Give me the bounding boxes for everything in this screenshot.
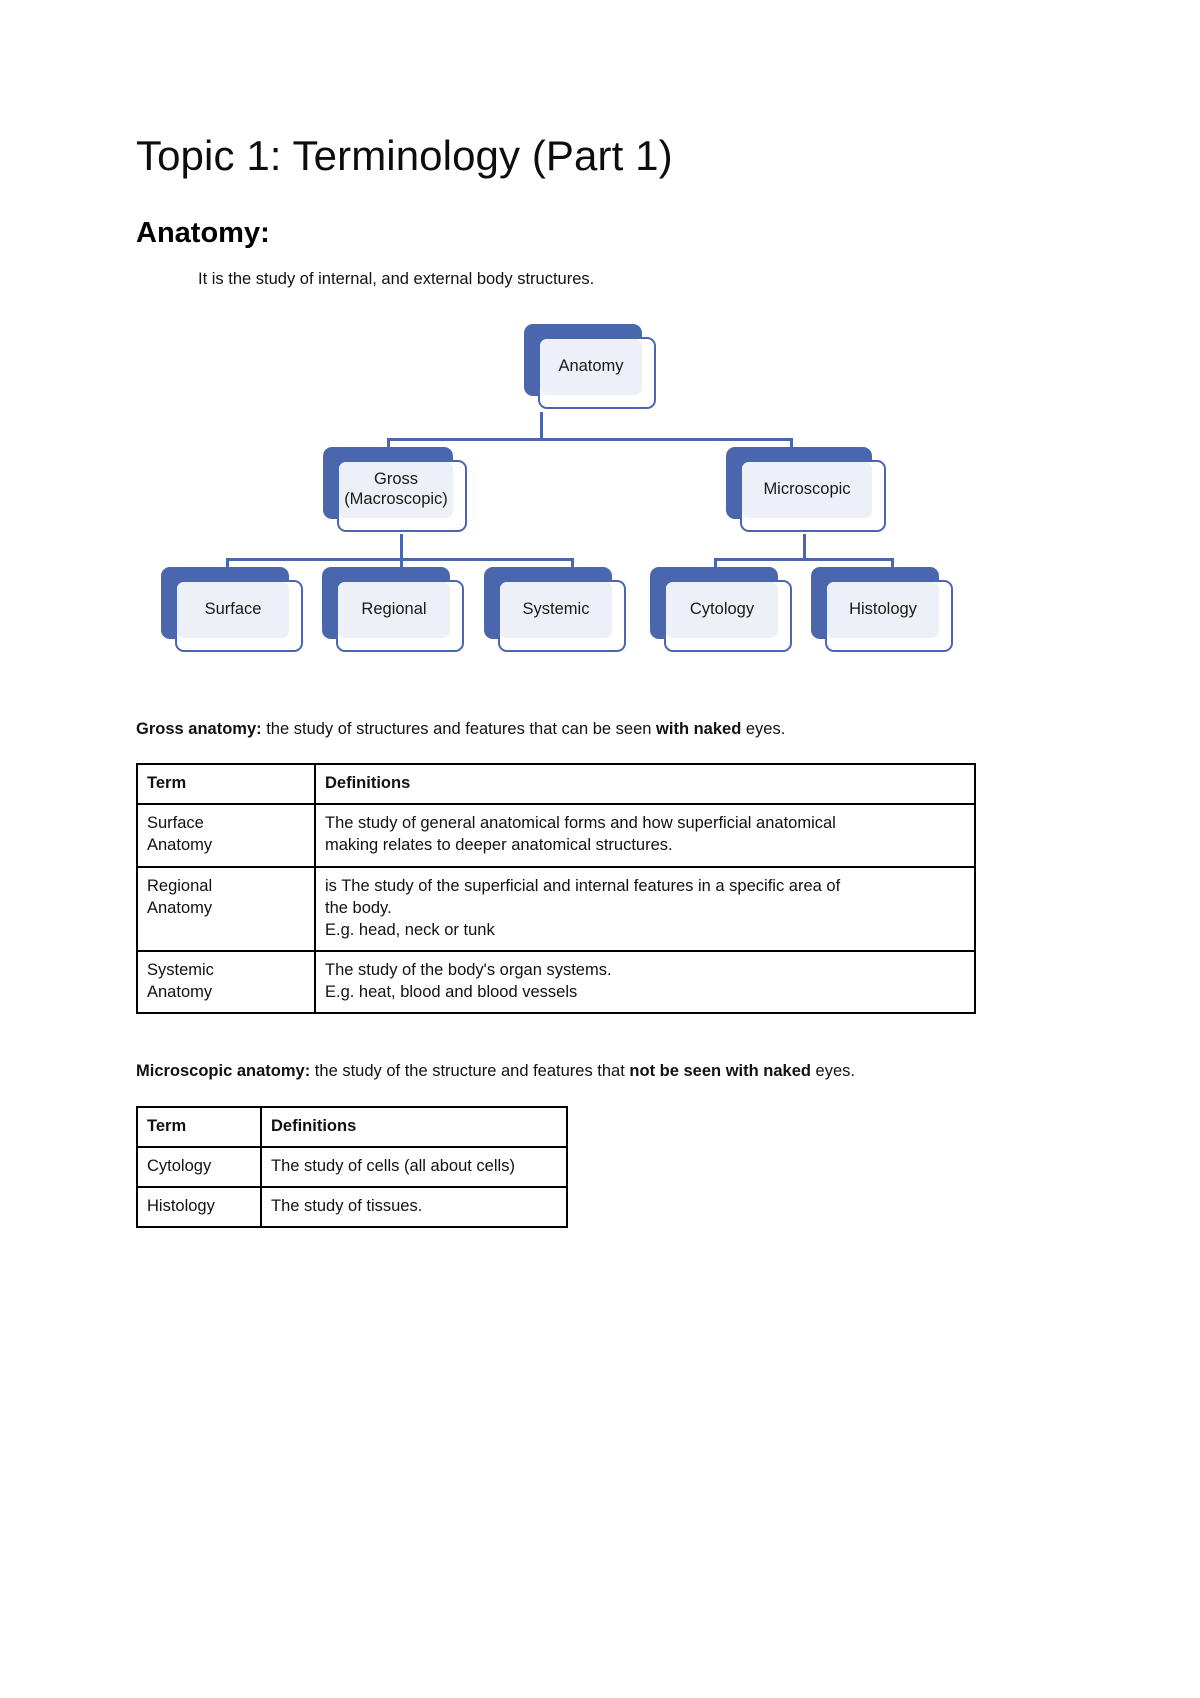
diagram-node-gross[interactable]: Gross (Macroscopic)	[323, 446, 467, 532]
diagram-node-cytology[interactable]: Cytology	[650, 566, 792, 652]
node-inner-fill: Regional	[338, 581, 450, 638]
definition-line-1: is The study of the superficial and inte…	[325, 876, 841, 895]
definition-line-1: The study of general anatomical forms an…	[325, 814, 836, 833]
column-header-term: Term	[136, 1105, 262, 1148]
term-line-2: Anatomy	[147, 982, 213, 1001]
node-inner-fill: Cytology	[666, 581, 778, 638]
diagram-node-anatomy[interactable]: Anatomy	[524, 323, 656, 409]
anatomy-intro-text: It is the study of internal, and externa…	[198, 269, 595, 288]
node-label-surface: Surface	[204, 599, 262, 618]
section-heading-anatomy: Anatomy:	[136, 217, 270, 250]
diagram-node-microscopic[interactable]: Microscopic	[726, 446, 886, 532]
definition-line-1: The study of the body's organ systems.	[325, 960, 612, 979]
gross-anatomy-table: Term Definitions Surface Anatomy The stu…	[136, 763, 976, 1015]
definition-line-3: E.g. head, neck or tunk	[325, 920, 495, 939]
cell-term: Cytology	[136, 1145, 262, 1188]
micro-anatomy-emphasis: not be seen with naked	[629, 1062, 811, 1081]
gross-anatomy-mid: the study of structures and features tha…	[261, 719, 657, 738]
node-label-gross-line1: Gross	[373, 470, 418, 488]
definition-line-2: E.g. heat, blood and blood vessels	[325, 982, 578, 1001]
node-inner-fill: Histology	[827, 581, 939, 638]
node-label-systemic: Systemic	[522, 599, 590, 618]
table-row: Surface Anatomy The study of general ana…	[136, 803, 976, 868]
micro-anatomy-tail: eyes.	[810, 1062, 855, 1081]
table-row: Systemic Anatomy The study of the body's…	[136, 949, 976, 1015]
connector-gross-stem	[400, 533, 403, 558]
cell-definition: The study of cells (all about cells)	[260, 1145, 568, 1188]
node-inner-fill: Microscopic	[742, 461, 872, 518]
diagram-node-surface[interactable]: Surface	[161, 566, 303, 652]
node-label-microscopic: Microscopic	[763, 479, 851, 498]
document-content: Topic 1: Terminology (Part 1) Anatomy: I…	[136, 0, 976, 1228]
definition-line-2: making relates to deeper anatomical stru…	[325, 836, 673, 855]
gross-anatomy-tail: eyes.	[741, 719, 786, 738]
gross-anatomy-paragraph: Gross anatomy: the study of structures a…	[136, 674, 976, 741]
node-label-histology: Histology	[849, 599, 917, 618]
column-header-term: Term	[136, 763, 316, 806]
node-inner-fill: Systemic	[500, 581, 612, 638]
node-inner-fill: Anatomy	[540, 338, 642, 395]
node-inner-fill: Surface	[177, 581, 289, 638]
table-row: Regional Anatomy is The study of the sup…	[136, 865, 976, 952]
term-line-1: Surface	[147, 814, 204, 833]
node-inner-fill: Gross (Macroscopic)	[339, 461, 453, 518]
page-title: Topic 1: Terminology (Part 1)	[136, 132, 673, 179]
column-header-definitions: Definitions	[314, 763, 976, 806]
table-header-row: Term Definitions	[136, 763, 976, 806]
diagram-node-histology[interactable]: Histology	[811, 566, 953, 652]
micro-anatomy-lead: Microscopic anatomy:	[136, 1062, 311, 1081]
term-line-1: Regional	[147, 876, 213, 895]
microscopic-anatomy-paragraph: Microscopic anatomy: the study of the st…	[136, 1014, 976, 1083]
cell-term: Surface Anatomy	[136, 803, 316, 868]
connector-root-stem	[540, 411, 543, 438]
microscopic-anatomy-table: Term Definitions Cytology The study of c…	[136, 1105, 568, 1228]
term-line-2: Anatomy	[147, 836, 213, 855]
node-label-anatomy: Anatomy	[558, 356, 624, 375]
connector-level2-bus	[387, 437, 793, 441]
cell-term: Histology	[136, 1185, 262, 1228]
connector-micro-stem	[803, 533, 806, 558]
anatomy-hierarchy-diagram: Anatomy Gross (Macroscopic)	[136, 314, 976, 674]
column-header-definitions: Definitions	[260, 1105, 568, 1148]
node-label-cytology: Cytology	[689, 599, 755, 618]
node-label-gross-line2: (Macroscopic)	[344, 489, 448, 508]
definition-line-2: the body.	[325, 898, 392, 917]
gross-anatomy-emphasis: with naked	[656, 719, 742, 738]
cell-definition: The study of the body's organ systems. E…	[314, 949, 976, 1015]
diagram-node-regional[interactable]: Regional	[322, 566, 464, 652]
term-line-1: Systemic	[147, 960, 214, 979]
cell-definition: The study of general anatomical forms an…	[314, 803, 976, 868]
diagram-node-systemic[interactable]: Systemic	[484, 566, 626, 652]
cell-term: Systemic Anatomy	[136, 949, 316, 1015]
table-row: Histology The study of tissues.	[136, 1185, 568, 1228]
table-row: Cytology The study of cells (all about c…	[136, 1145, 568, 1188]
connector-micro-bus	[714, 557, 894, 561]
cell-term: Regional Anatomy	[136, 865, 316, 952]
cell-definition: The study of tissues.	[260, 1185, 568, 1228]
node-label-gross: Gross (Macroscopic)	[340, 470, 452, 510]
gross-anatomy-lead: Gross anatomy:	[136, 719, 262, 738]
node-label-regional: Regional	[361, 599, 427, 618]
table-header-row: Term Definitions	[136, 1105, 568, 1148]
micro-anatomy-mid: the study of the structure and features …	[310, 1062, 630, 1081]
term-line-2: Anatomy	[147, 898, 213, 917]
cell-definition: is The study of the superficial and inte…	[314, 865, 976, 952]
